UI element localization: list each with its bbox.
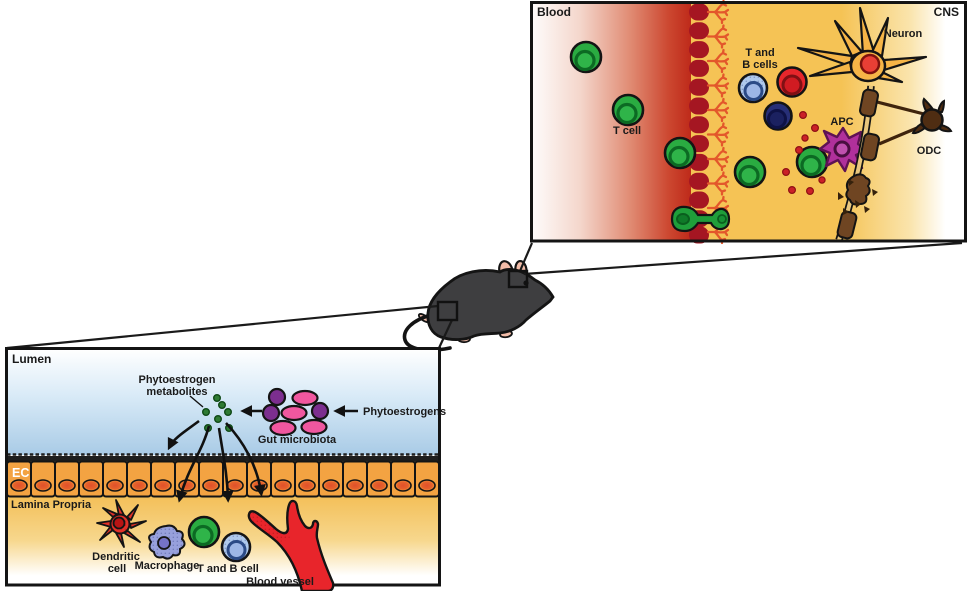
apc-label: APC [830,116,853,128]
ec-cell [414,460,440,498]
odc-label: ODC [917,145,942,157]
ec-cell [30,460,56,498]
arrows [167,405,358,503]
t-cell-label: T cell [613,125,641,137]
blood-region [533,3,691,240]
ec-cell [54,460,80,498]
dendritic-cell-label: Dendritic [92,551,140,563]
t-cell [663,136,697,170]
dendritic-cell [96,499,147,548]
t-b-cells-label: B cells [742,59,777,71]
ec-cell [390,460,416,498]
ec-cell [150,460,176,498]
gut-zoom-box [436,300,459,322]
arrow [167,419,200,451]
odc-process [876,100,925,116]
navy-cell [763,101,793,131]
cns-region-label: CNS [934,5,959,19]
ec-layer [6,460,440,498]
t-b-cells-label: T and [745,47,774,59]
blood-vessel [247,499,335,591]
zoom-line [523,241,963,276]
gut-panel-border [5,347,441,587]
myelin-debris [838,179,878,215]
microbe-pink [291,389,319,407]
lamina-propria-label: Lamina Propria [11,499,92,511]
metabolites-label: Phytoestrogen [138,374,215,386]
microbe-purple [310,401,330,421]
macrophage-cell [148,524,186,560]
t-cell [733,155,767,189]
lumen-label: Lumen [12,352,51,366]
metabolite-dot [217,401,227,409]
arrow [225,422,266,497]
metabolite-dot [213,415,223,423]
zoom-lines [6,241,963,350]
ec-cell [366,460,392,498]
ec-cell [126,460,152,498]
b-cell [220,531,252,563]
t-cell [611,93,645,127]
b-cell [737,72,769,104]
apc-cell [818,126,869,173]
ec-cell [198,460,224,498]
blood-vessel-label: Blood vessel [246,576,314,588]
microbe-pink [269,419,297,437]
cns-panel: Blood CNS T cell T and B cells APC Neuro… [530,0,967,245]
metabolites-label: metabolites [146,386,207,398]
label-pointer-line [189,395,204,408]
cns-panel-border [530,1,967,243]
blood-region-label: Blood [537,5,571,19]
ec-cell [318,460,344,498]
metabolite-dot [212,394,222,402]
ec-cell [270,460,296,498]
damaged-myelin [845,173,871,206]
metabolite-dot [201,408,211,416]
t-cell [569,40,603,74]
ec-cell [102,460,128,498]
zoom-line [518,242,534,272]
t-b-cell-label: T and B cell [197,563,259,575]
microbe-purple [267,387,287,407]
neuron-nucleus [859,53,881,75]
cns-region [691,3,965,240]
zoom-line [6,304,439,350]
microbe-purple [261,403,281,423]
macrophage-label: Macrophage [135,560,200,572]
transmigrating-t-cell [670,205,731,233]
metabolite-dot [223,408,233,416]
ec-cell [78,460,104,498]
microbiota-label: Gut microbiota [258,434,337,446]
ec-label: EC [12,466,29,480]
red-cell [776,66,808,98]
ec-cell [342,460,368,498]
t-cell [187,515,221,549]
phytoestrogens-label: Phytoestrogens [363,406,446,418]
dendritic-cell-label: cell [108,563,126,575]
microbe-pink [280,404,308,422]
neuron-cell [796,6,928,84]
gut-panel: Lumen Phytoestrogen metabolites Phytoest… [5,347,446,591]
arrow [176,425,211,503]
head-zoom-box [507,269,529,289]
zoom-line [438,319,453,349]
arrow [217,427,234,503]
microbe-pink [300,418,328,436]
ec-cell [294,460,320,498]
odc-cell [911,97,953,135]
neuron-label: Neuron [884,28,923,40]
cytokine-dots [781,110,826,196]
